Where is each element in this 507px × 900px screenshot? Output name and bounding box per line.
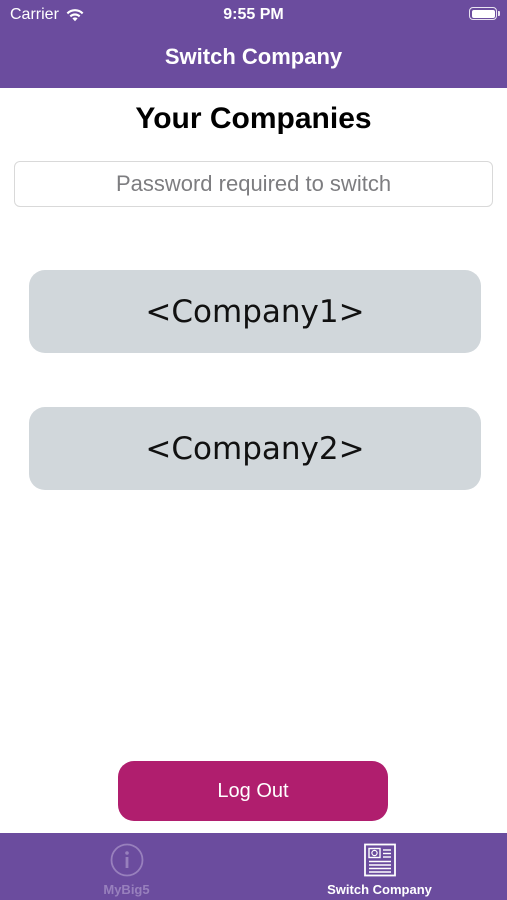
battery-fill (471, 9, 495, 18)
tab-label-switch-company: Switch Company (327, 882, 432, 897)
battery-nub (498, 11, 500, 16)
status-bar: Carrier 9:55 PM (0, 0, 507, 32)
carrier-label: Carrier (10, 6, 59, 23)
battery-icon (469, 7, 500, 20)
news-icon (363, 843, 397, 877)
password-field[interactable] (14, 161, 493, 207)
header: Carrier 9:55 PM Switch Company (0, 0, 507, 88)
carrier-status: Carrier (10, 6, 85, 24)
page-title: Your Companies (135, 102, 372, 135)
wifi-icon (65, 8, 85, 22)
tab-bar: MyBig5 Switch Company (0, 833, 507, 900)
company-button-2[interactable]: <Company2> (29, 407, 481, 490)
logout-button[interactable]: Log Out (118, 761, 388, 821)
info-icon (110, 843, 144, 877)
status-time: 9:55 PM (223, 6, 284, 23)
tab-mybig5[interactable]: MyBig5 (0, 833, 253, 900)
tab-switch-company[interactable]: Switch Company (253, 833, 506, 900)
nav-title: Switch Company (164, 44, 343, 69)
tab-label-mybig5: MyBig5 (103, 882, 150, 897)
company-button-1[interactable]: <Company1> (29, 270, 481, 353)
